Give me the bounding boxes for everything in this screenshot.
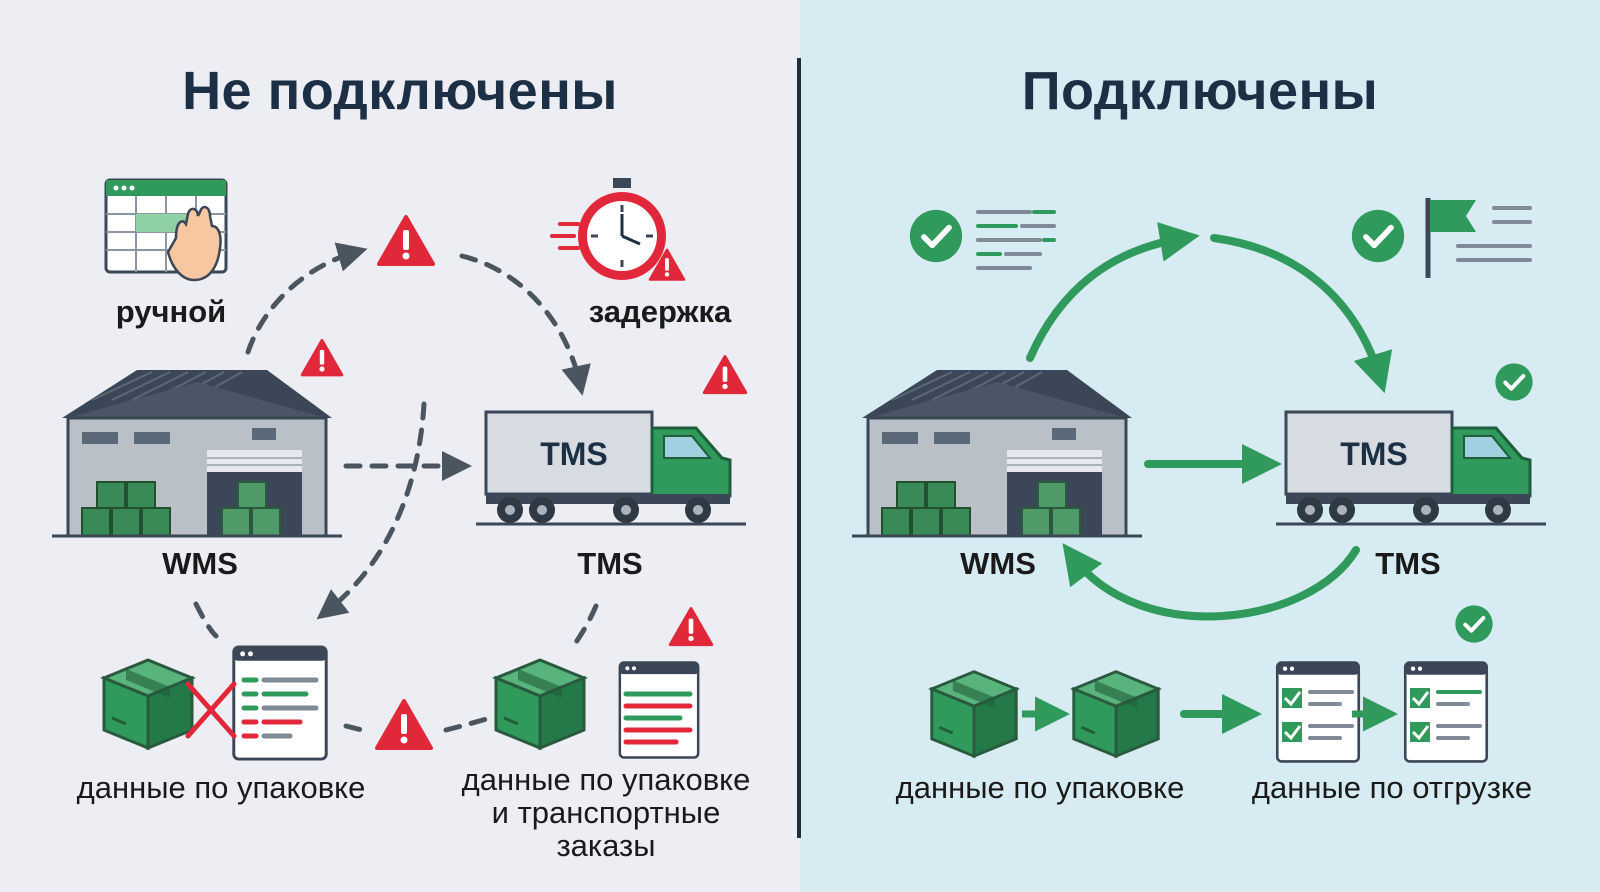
right-title: Подключены <box>1021 61 1379 121</box>
check-icon <box>1494 362 1534 402</box>
document-icon <box>232 645 328 761</box>
right-packing-label: данные по упаковке <box>895 770 1185 805</box>
checklist-icon <box>1275 661 1361 763</box>
warehouse-icon <box>52 370 342 538</box>
box-icon <box>494 658 586 750</box>
left-packing-transport-label-line2: и транспортные <box>491 795 721 830</box>
warning-icon <box>377 215 435 266</box>
right-tms-label: TMS <box>1375 546 1441 581</box>
left-packing-transport-label-line3: заказы <box>556 828 656 863</box>
truck-tms-text: TMS <box>1340 436 1408 472</box>
left-packing-transport-label-line1: данные по упаковке <box>461 762 751 797</box>
check-icon <box>910 210 962 262</box>
box-icon <box>1072 670 1160 758</box>
truck-tms-text: TMS <box>540 436 608 472</box>
manual-label: ручной <box>115 294 227 329</box>
check-icon <box>1454 604 1494 644</box>
box-icon <box>102 658 194 750</box>
warning-icon <box>668 607 714 647</box>
warning-icon <box>300 338 344 377</box>
truck-icon: TMS <box>1276 410 1546 526</box>
text-lines-icon <box>976 210 1056 270</box>
stopwatch-icon <box>550 178 686 281</box>
left-wms-label: WMS <box>162 546 238 581</box>
left-tms-label: TMS <box>577 546 643 581</box>
right-shipping-label: данные по отгрузке <box>1251 770 1533 805</box>
right-wms-label: WMS <box>960 546 1036 581</box>
spreadsheet-hand-icon <box>104 178 228 282</box>
delay-label: задержка <box>588 294 732 329</box>
warning-icon <box>702 355 748 395</box>
warning-icon <box>375 699 433 750</box>
panel-divider <box>797 58 801 838</box>
truck-icon: TMS <box>476 410 746 526</box>
warehouse-icon <box>852 370 1142 538</box>
check-icon <box>1352 210 1404 262</box>
left-title: Не подключены <box>182 61 618 121</box>
dashed-arrows <box>193 242 599 733</box>
left-packing-label: данные по упаковке <box>76 770 366 805</box>
cross-icon <box>185 681 237 739</box>
document-icon <box>618 661 700 759</box>
checklist-icon <box>1403 661 1489 763</box>
box-icon <box>930 670 1018 758</box>
flag-icon <box>1425 198 1532 278</box>
green-arrows <box>1026 222 1393 734</box>
